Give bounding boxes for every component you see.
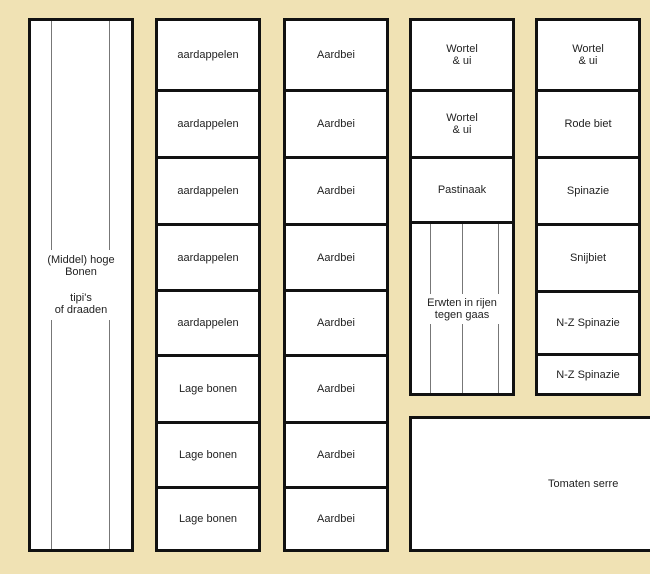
hoge-bonen-line3: tipi's [70, 292, 92, 304]
column-aardbei: Aardbei Aardbei Aardbei Aardbei Aardbei … [283, 18, 389, 552]
bed-cell: Lage bonen [178, 383, 238, 395]
bed-cell: Spinazie [566, 185, 610, 197]
hoge-bonen-line1: (Middel) hoge [47, 254, 115, 266]
bed-cell: Wortel & ui [446, 43, 478, 67]
bed-hoge-bonen: (Middel) hoge Bonen tipi's of draaden [28, 18, 134, 552]
bed-cell: Snijbiet [569, 252, 607, 264]
hoge-bonen-line2: Bonen [65, 266, 97, 278]
column-aardappelen: aardappelen aardappelen aardappelen aard… [155, 18, 261, 552]
hoge-bonen-label: (Middel) hoge Bonen tipi's of draaden [31, 21, 131, 549]
column-wortel-spinazie: Wortel & ui Rode biet Spinazie Snijbiet … [535, 18, 641, 396]
bed-tomaten-serre: Tomaten serre [409, 416, 650, 552]
bed-cell: Aardbei [317, 49, 355, 61]
bed-cell: aardappelen [177, 317, 239, 329]
serre-label: Tomaten serre [548, 478, 619, 490]
bed-cell: Aardbei [317, 317, 355, 329]
bed-cell: Wortel & ui [446, 112, 478, 136]
bed-cell: Lage bonen [178, 513, 238, 525]
column-wortel-pastinaak: Wortel & ui Wortel & ui Pastinaak Erwten… [409, 18, 515, 396]
bed-cell: Pastinaak [437, 184, 487, 196]
bed-cell: Aardbei [317, 383, 355, 395]
bed-cell: Rode biet [564, 118, 612, 130]
bed-cell: Aardbei [317, 449, 355, 461]
bed-cell: aardappelen [177, 251, 239, 264]
bed-cell: Aardbei [317, 185, 355, 197]
bed-cell: Aardbei [317, 251, 355, 264]
bed-erwten: Erwten in rijen tegen gaas [412, 224, 512, 393]
bed-cell: aardappelen [177, 49, 239, 61]
erwten-line1: Erwten in rijen [427, 296, 497, 309]
bed-cell: aardappelen [177, 118, 239, 130]
bed-cell: Aardbei [317, 118, 355, 130]
bed-cell: Aardbei [317, 513, 355, 525]
bed-cell: Lage bonen [178, 449, 238, 461]
bed-cell: N-Z Spinazie [556, 368, 620, 381]
bed-cell: aardappelen [177, 185, 239, 197]
erwten-line2: tegen gaas [434, 308, 490, 321]
bed-cell: N-Z Spinazie [556, 317, 620, 329]
hoge-bonen-line4: of draaden [54, 304, 108, 316]
bed-cell: Wortel & ui [572, 43, 604, 67]
